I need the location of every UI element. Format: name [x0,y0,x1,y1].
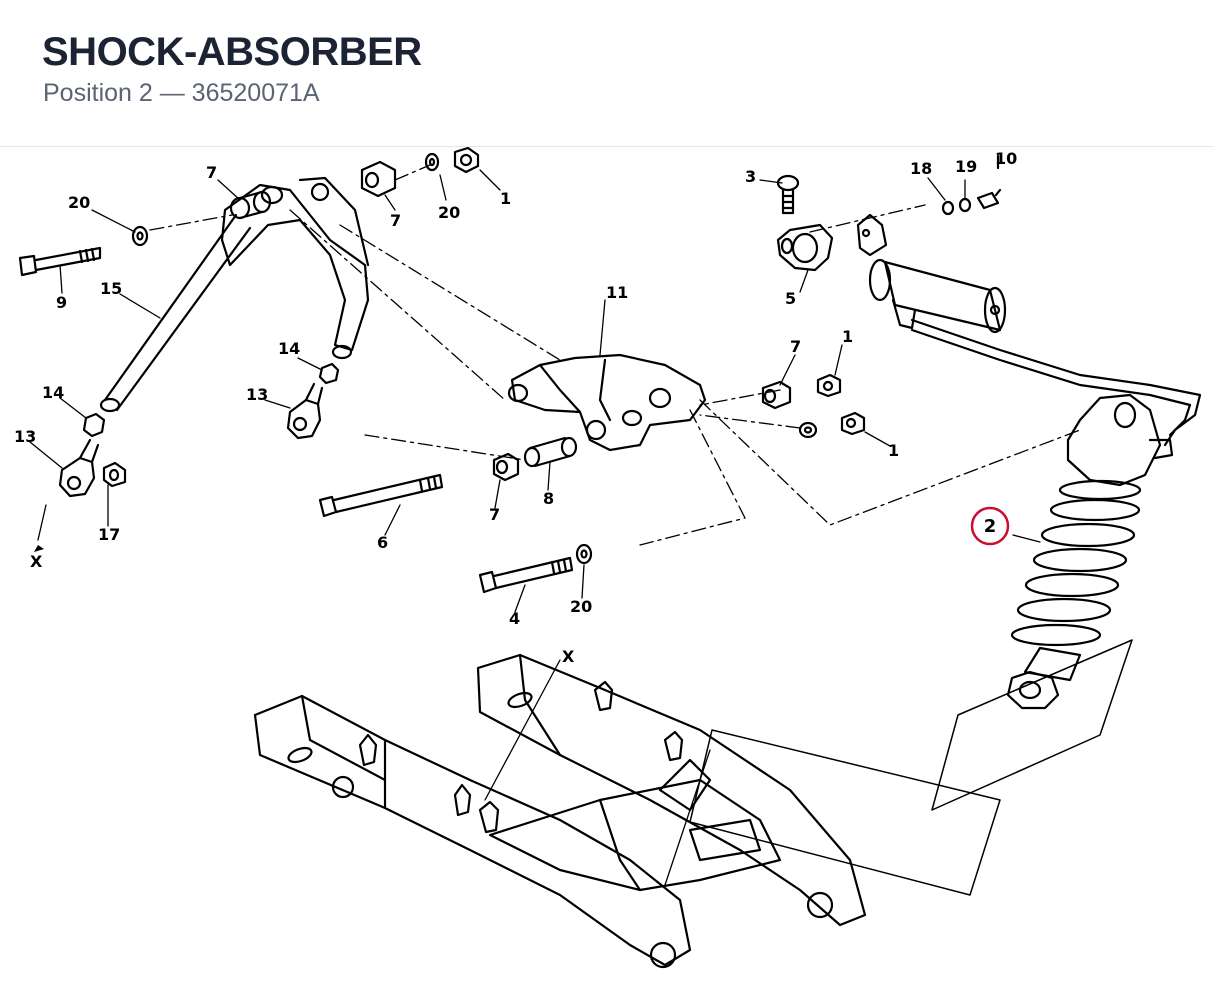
linkage-plate-15 [99,176,370,413]
callout-7: 7 [206,163,217,182]
reference-sheets [689,639,1133,896]
bolt-9 [18,225,149,277]
rocker-fasteners-right [761,373,866,439]
shock-absorber-2 [1006,393,1174,710]
callout-2-highlighted: 2 [984,516,997,537]
callout-14: 14 [42,383,64,402]
callout-7: 7 [489,505,500,524]
callout-6: 6 [377,533,388,552]
pin-6-assembly [318,436,578,518]
callout-11: 11 [606,283,628,302]
callout-5: 5 [785,289,796,308]
bolt-4 [478,543,593,594]
page-subtitle: Position 2 — 36520071A [43,79,320,107]
callout-3: 3 [745,167,756,186]
callout-20: 20 [570,597,592,616]
rod-ends-left [58,362,340,498]
callout-13: 13 [246,385,268,404]
callout-1: 1 [888,441,899,460]
clamp-5-assembly [776,174,888,272]
reservoir [868,258,1202,447]
page-header: SHOCK-ABSORBER Position 2 — 36520071A [0,0,1214,147]
callout-14: 14 [278,339,300,358]
callout-20: 20 [438,203,460,222]
callout-9: 9 [56,293,67,312]
callout-1: 1 [842,327,853,346]
callout-10: 10 [995,149,1017,168]
callout-1: 1 [500,189,511,208]
callout-13: 13 [14,427,36,446]
rocker-11 [507,353,707,452]
callout-17: 17 [98,525,120,544]
top-fasteners [360,147,480,198]
callout-20: 20 [68,193,90,212]
highlight-circle [970,506,1010,546]
callout-19: 19 [955,157,977,176]
callout-7: 7 [790,337,801,356]
callout-18: 18 [910,159,932,178]
callout-8: 8 [543,489,554,508]
callout-4: 4 [509,609,520,628]
callout-x: X [562,647,575,666]
exploded-parts-diagram: 7 20 9 15 7 20 1 11 7 1 1 3 5 18 19 10 1… [14,147,1202,969]
swingarm [253,653,867,969]
fasteners-18-19-10 [941,154,1002,216]
bushing-7-upper [229,190,272,220]
page-title: SHOCK-ABSORBER [42,30,422,74]
callout-labels: 7 20 9 15 7 20 1 11 7 1 1 3 5 18 19 10 1… [14,149,1017,666]
callout-x: X [30,552,43,571]
leader-lines [29,169,1041,613]
callout-7: 7 [390,211,401,230]
arrow-x-icon [34,545,44,552]
callout-15: 15 [100,279,122,298]
